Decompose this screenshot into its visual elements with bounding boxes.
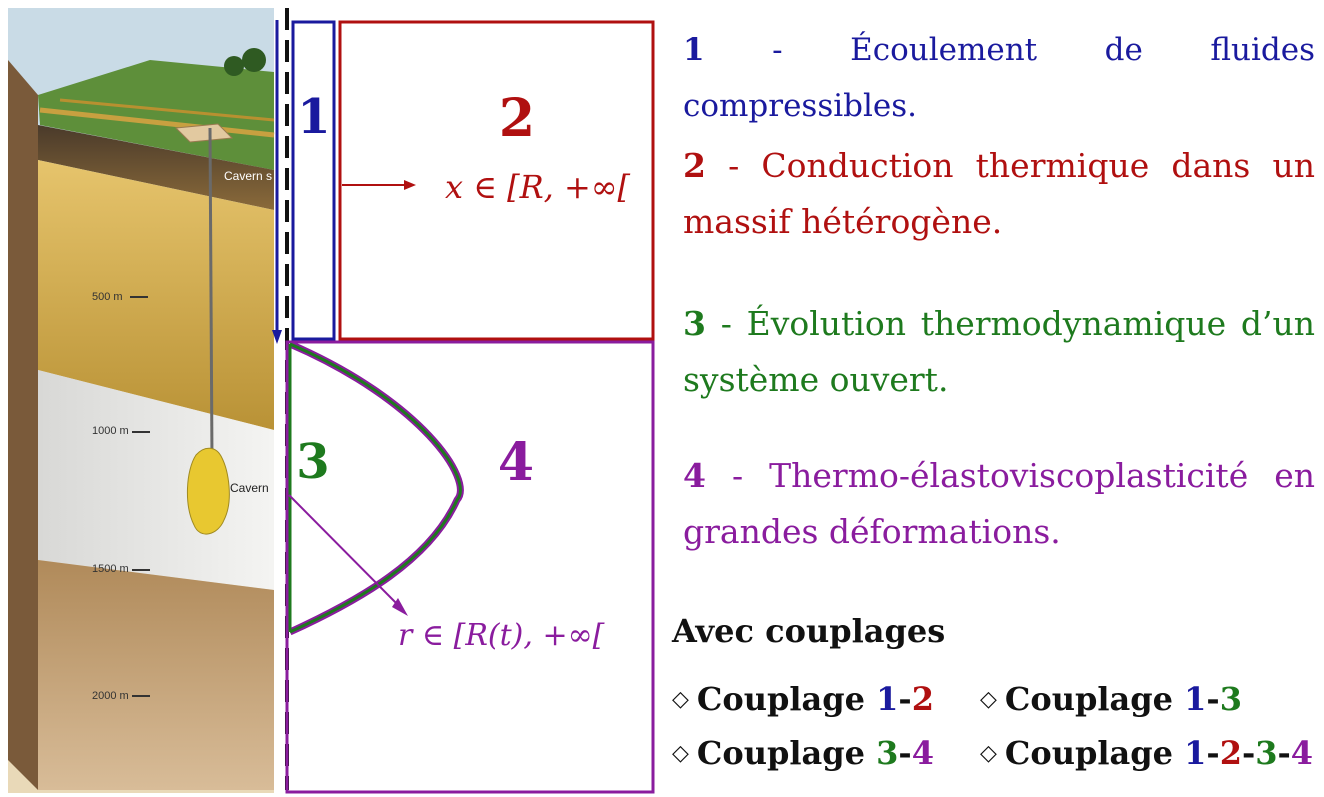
coupling-dash: - [1277, 734, 1291, 772]
tree-icon [242, 48, 266, 72]
coupling-num: 3 [1255, 734, 1278, 772]
depth-label-1500: 1500 m [92, 563, 129, 575]
coupling-num: 4 [1290, 734, 1314, 772]
zone-2-box [338, 20, 655, 341]
cavern-shape [186, 447, 230, 535]
zone-3-label: 3 [296, 434, 329, 490]
legend-number: 2 [683, 146, 706, 185]
coupling-word: Couplage [1004, 680, 1173, 718]
diamond-icon: ◇ [672, 741, 689, 766]
cavern-shaft-label: Cavern s [224, 169, 272, 183]
geology-block-illustration: 500 m 1000 m 1500 m 2000 m Cavern s Cave… [8, 8, 275, 793]
coupling-num: 4 [911, 734, 934, 772]
depth-label-2000: 2000 m [92, 690, 129, 702]
zone-1-label: 1 [297, 89, 330, 145]
coupling-word: Couplage [1004, 734, 1173, 772]
legend-separator: - [705, 146, 762, 185]
diamond-icon: ◇ [672, 687, 689, 712]
cavern-label: Cavern [230, 481, 269, 495]
coupling-num: 2 [1219, 734, 1242, 772]
legend-number: 4 [683, 456, 706, 495]
block-side-face [8, 60, 38, 790]
legend-separator: - [704, 32, 851, 68]
legend-number: 1 [683, 32, 705, 68]
depth-label-1000: 1000 m [92, 425, 129, 437]
diamond-icon: ◇ [980, 687, 997, 712]
depth-label-500: 500 m [92, 291, 123, 303]
legend-item-1: 1 - Écoulement de fluides compressibles. [683, 22, 1315, 134]
coupling-dash: - [1206, 680, 1220, 718]
legend-number: 3 [683, 304, 706, 343]
coupling-dash: - [898, 680, 912, 718]
zone-4-label: 4 [498, 432, 534, 493]
couplings-title: Avec couplages [672, 612, 946, 650]
salt-layer [38, 370, 274, 590]
legend-item-3: 3 - Évolution thermodynamique d’un systè… [683, 296, 1315, 408]
field-stripe [59, 98, 275, 122]
coupling-1-3: ◇ Couplage 1-3 [980, 680, 1242, 718]
field-stripe [39, 107, 275, 138]
x-arrow-head [404, 180, 416, 190]
well-platform [174, 123, 234, 143]
coupling-3-4: ◇ Couplage 3-4 [672, 734, 934, 772]
zone-2-label: 2 [499, 88, 535, 149]
cavern-profile-inner [289, 342, 462, 634]
domain-r-label: r ∈ [R(t), +∞[ [398, 618, 605, 653]
coupling-num: 1 [1184, 734, 1207, 772]
tree-icon [224, 56, 244, 76]
coupling-num: 2 [911, 680, 934, 718]
coupling-word: Couplage [696, 680, 865, 718]
legend-item-4: 4 - Thermo-élastoviscoplasticité en gran… [683, 448, 1315, 560]
zone-4-box [285, 340, 655, 794]
r-arrow-head [392, 598, 408, 616]
diamond-icon: ◇ [980, 741, 997, 766]
flow-arrow-head [272, 330, 282, 344]
coupling-dash: - [1241, 734, 1256, 772]
coupling-1-2-3-4: ◇Couplage 1-2-3-4 [980, 734, 1313, 772]
coupling-dash: - [898, 734, 912, 772]
r-arrow [288, 494, 403, 610]
legend-text: Évolution thermodynamique d’un système o… [683, 304, 1315, 399]
coupling-num: 1 [1184, 680, 1207, 718]
well-pipe [208, 127, 214, 461]
domain-x-label: x ∈ [R, +∞[ [445, 168, 630, 206]
coupling-num: 3 [876, 734, 899, 772]
legend-text: Thermo-élastoviscoplasticité en grandes … [683, 456, 1315, 551]
coupling-dash: - [1206, 734, 1220, 772]
legend-separator: - [705, 304, 747, 343]
legend-text: Conduction thermique dans un massif hété… [683, 146, 1315, 241]
coupling-word: Couplage [696, 734, 865, 772]
coupling-1-2: ◇ Couplage 1-2 [672, 680, 934, 718]
legend-item-2: 2 - Conduction thermique dans un massif … [683, 138, 1315, 250]
topsoil-layer [38, 125, 274, 210]
sediment-layer [38, 160, 274, 430]
legend-separator: - [705, 456, 770, 495]
coupling-num: 1 [876, 680, 899, 718]
zone-1-box [291, 20, 336, 341]
deep-rock-layer [38, 560, 274, 790]
legend-text: Écoulement de fluides compressibles. [683, 32, 1315, 124]
coupling-num: 3 [1219, 680, 1242, 718]
grass-surface [38, 60, 274, 170]
